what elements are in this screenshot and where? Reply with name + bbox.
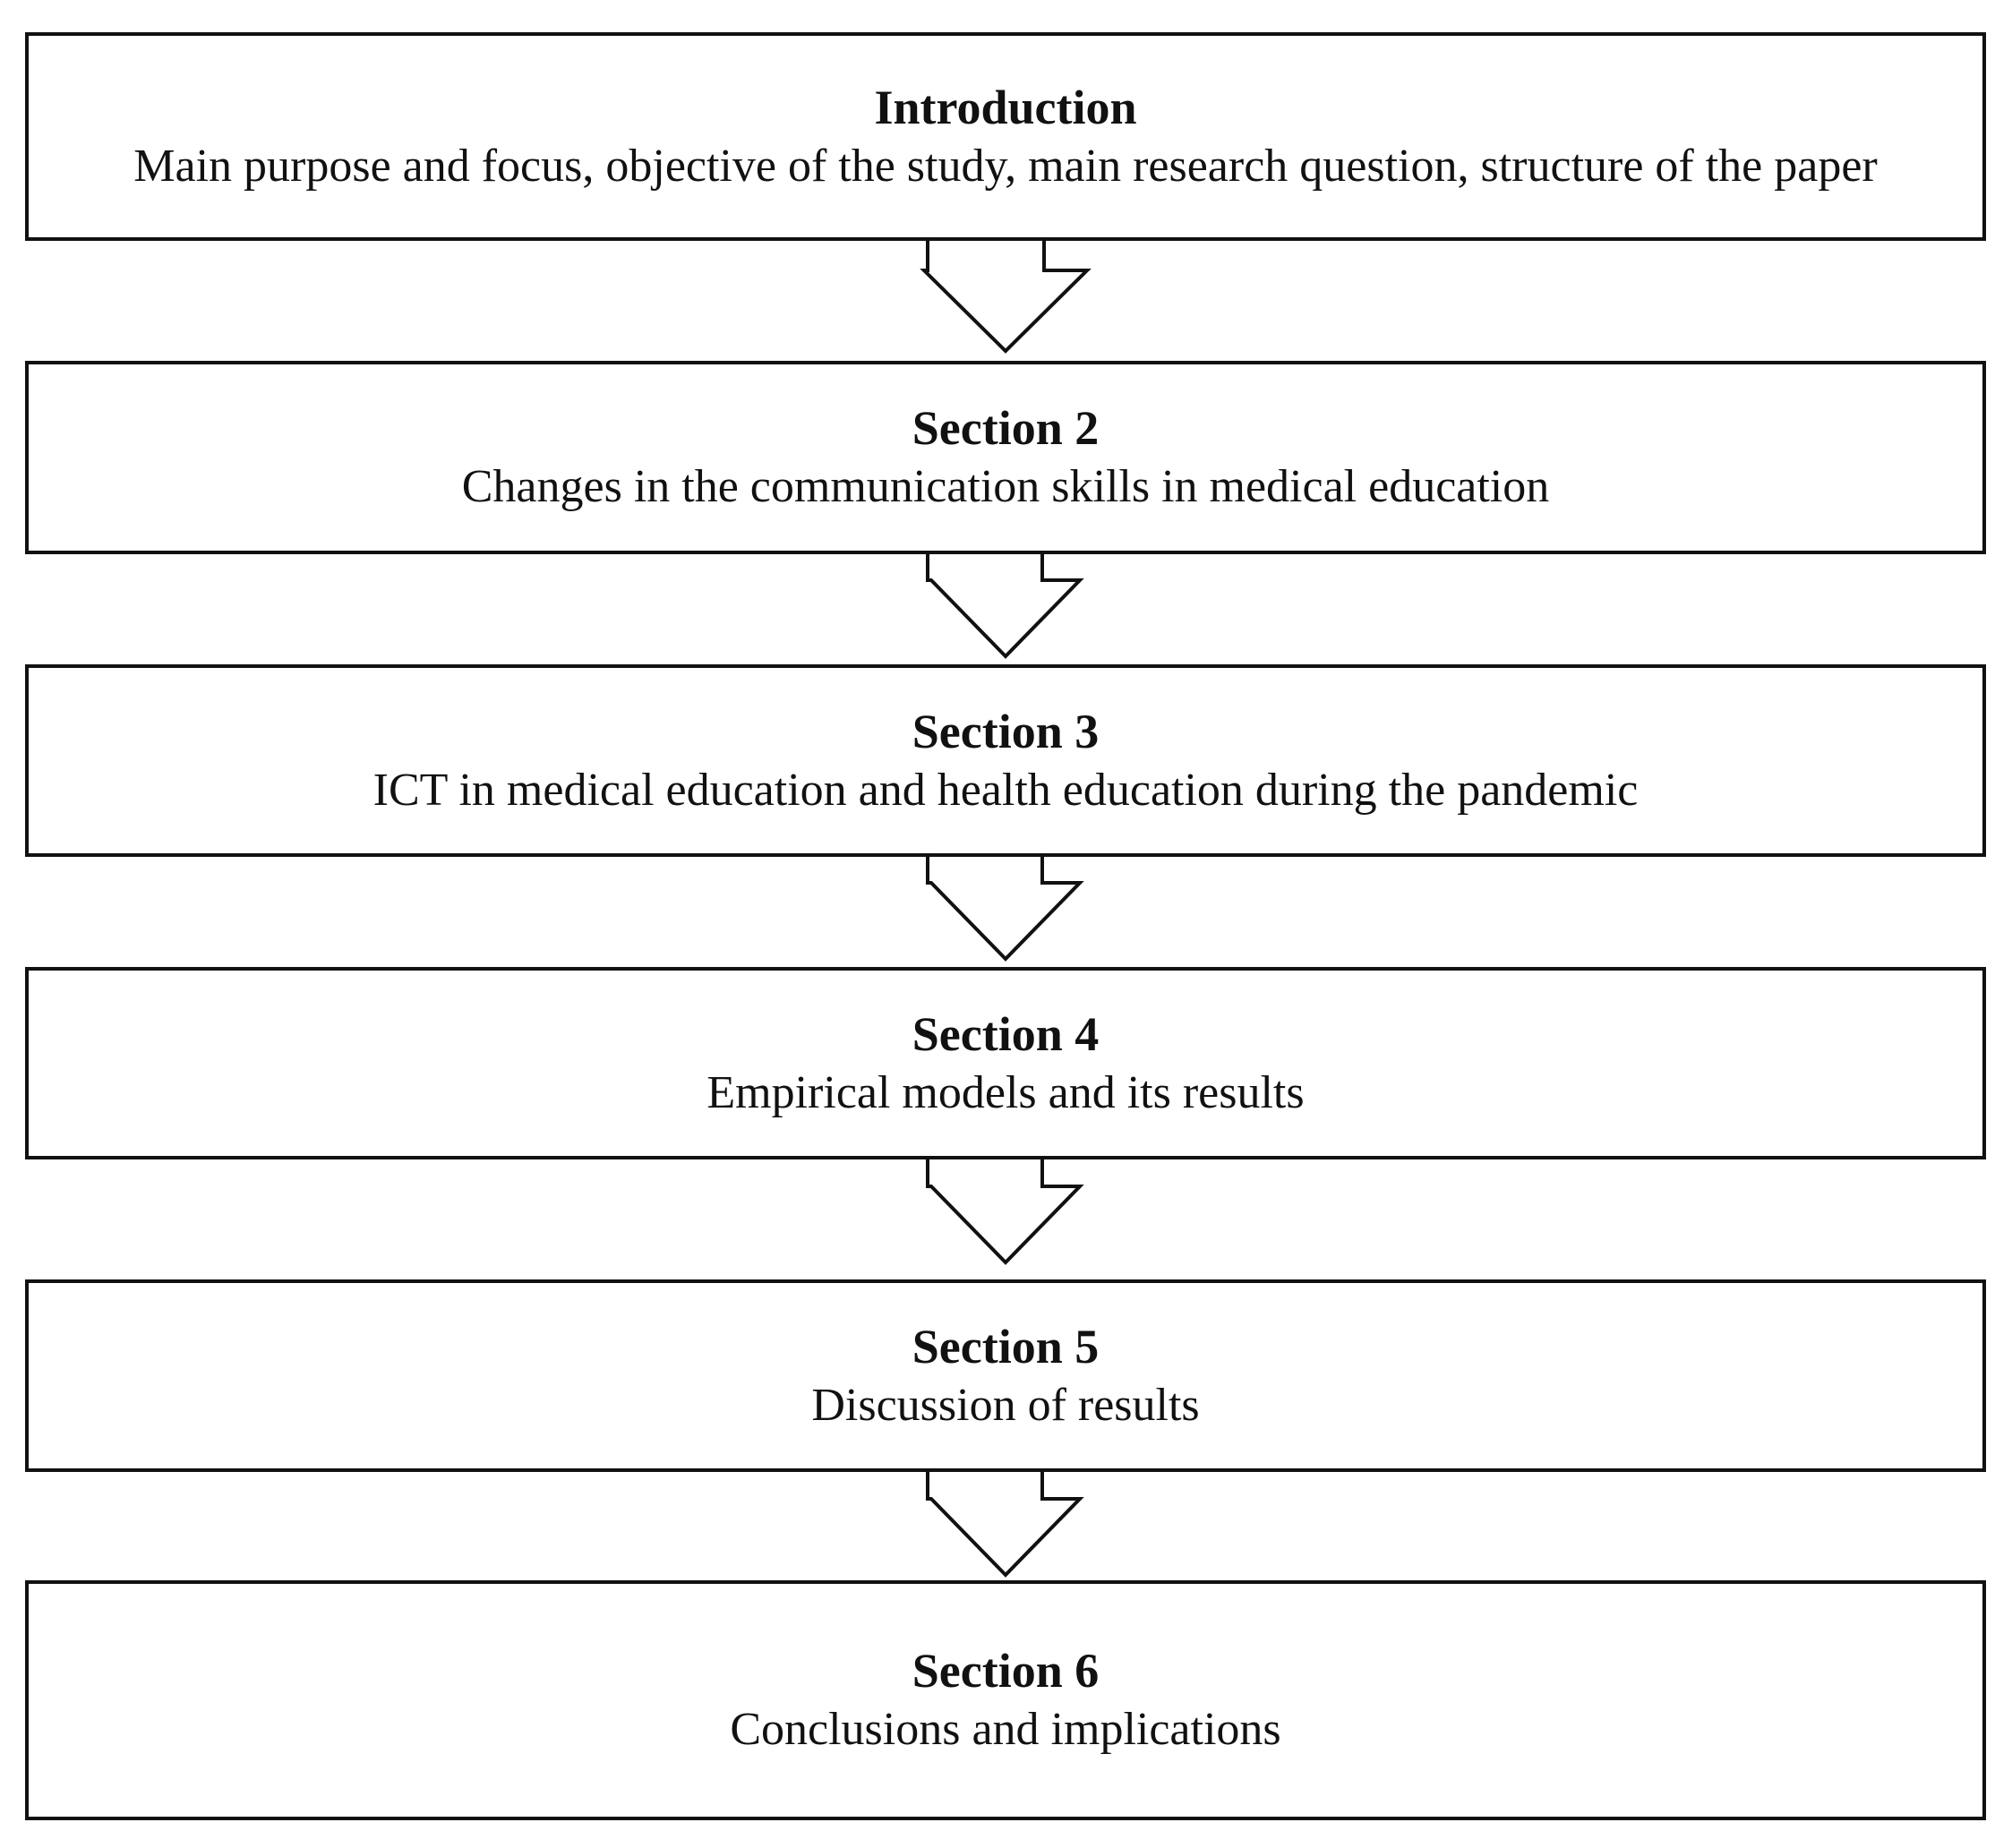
flow-box-section-2: Section 2 Changes in the communication s…	[25, 361, 1986, 554]
box-title: Section 6	[912, 1644, 1100, 1698]
box-description: Conclusions and implications	[730, 1704, 1281, 1755]
box-description: Changes in the communication skills in m…	[461, 461, 1550, 512]
flow-box-section-4: Section 4 Empirical models and its resul…	[25, 967, 1986, 1159]
box-title: Section 3	[912, 704, 1100, 758]
box-title: Section 2	[912, 401, 1100, 455]
box-description: Empirical models and its results	[706, 1066, 1305, 1118]
down-arrow-icon	[926, 1156, 1084, 1265]
box-title: Introduction	[874, 80, 1137, 134]
box-description: Discussion of results	[811, 1379, 1200, 1431]
flow-box-section-3: Section 3 ICT in medical education and h…	[25, 664, 1986, 857]
box-description: Main purpose and focus, objective of the…	[133, 140, 1878, 192]
flow-box-section-6: Section 6 Conclusions and implications	[25, 1580, 1986, 1820]
down-arrow-icon	[926, 853, 1084, 962]
box-title: Section 4	[912, 1006, 1100, 1061]
box-description: ICT in medical education and health educ…	[372, 764, 1639, 816]
flow-box-section-5: Section 5 Discussion of results	[25, 1279, 1986, 1472]
flow-box-introduction: Introduction Main purpose and focus, obj…	[25, 32, 1986, 241]
down-arrow-icon	[926, 551, 1084, 659]
box-title: Section 5	[912, 1319, 1100, 1373]
down-arrow-icon	[926, 1468, 1084, 1578]
down-arrow-icon	[920, 237, 1092, 354]
